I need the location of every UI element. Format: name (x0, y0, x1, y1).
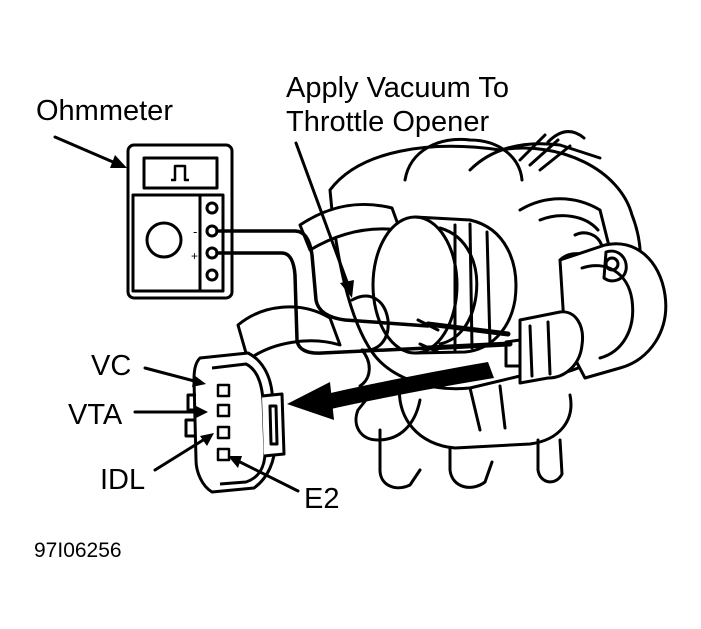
vacuum-instruction-line2: Throttle Opener (286, 106, 489, 138)
pin-vta (216, 403, 231, 418)
negative-test-lead (215, 229, 430, 328)
vacuum-pointer-arrow (294, 141, 352, 292)
callout-arrowheads (110, 155, 354, 468)
ohmmeter-pointer-arrow (53, 135, 122, 167)
terminal-label-vc: VC (91, 350, 131, 382)
pin-vc (216, 383, 231, 398)
idl-pointer-arrow (153, 435, 210, 472)
callout-arrows (53, 135, 352, 493)
ohmmeter-terminal-bottom (205, 268, 219, 282)
terminal-minus-sign: - (193, 224, 197, 239)
ohmmeter-dial (145, 221, 183, 259)
terminal-label-vta: VTA (68, 399, 123, 431)
sensor-connector (184, 351, 286, 494)
ohmmeter-display (142, 156, 219, 190)
terminal-plus-sign: + (191, 249, 198, 263)
figure-id: 97I06256 (34, 539, 122, 562)
terminal-label-idl: IDL (100, 464, 145, 496)
vacuum-instruction-line1: Apply Vacuum To (286, 72, 509, 104)
pin-e2 (216, 447, 231, 462)
positive-test-lead (215, 251, 430, 355)
e2-pointer-arrow (234, 458, 300, 493)
pulse-waveform-icon (171, 164, 189, 182)
terminal-label-e2: E2 (304, 483, 339, 515)
ohmmeter-terminal-top (205, 201, 219, 215)
test-leads (215, 229, 513, 355)
pin-idl (216, 425, 231, 440)
connector-location-arrow (287, 362, 494, 420)
throttle-body-illustration (236, 130, 668, 490)
vc-pointer-arrow (143, 366, 200, 384)
ohmmeter-label: Ohmmeter (36, 95, 173, 127)
ohmmeter-device (126, 143, 234, 300)
